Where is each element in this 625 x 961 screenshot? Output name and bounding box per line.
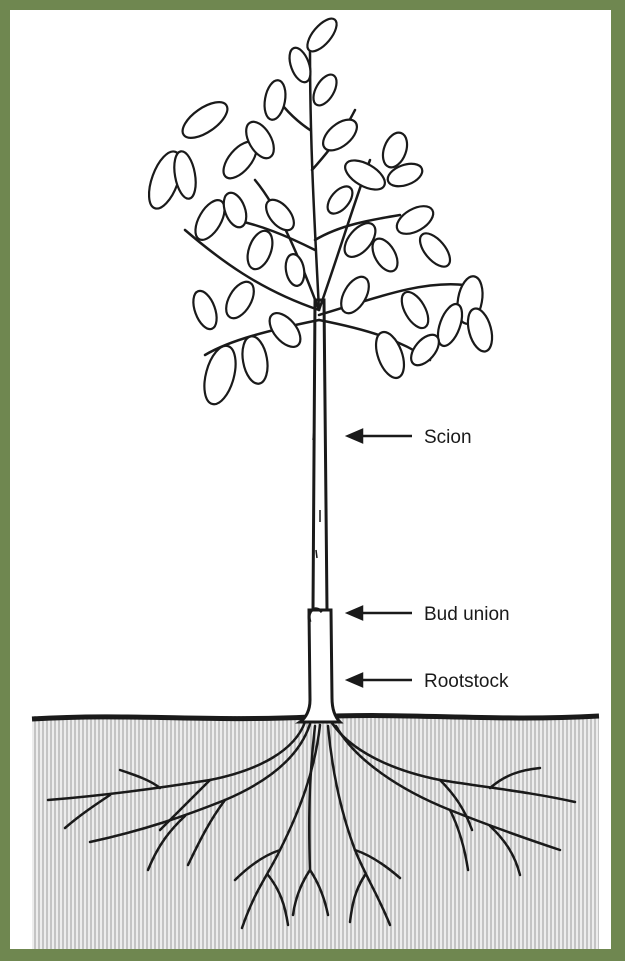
rootstock-label: Rootstock xyxy=(424,671,509,692)
scion-label: Scion xyxy=(424,427,472,448)
figure-canvas: Scion Bud union Rootstock xyxy=(10,10,611,949)
bud-union-label: Bud union xyxy=(424,604,510,625)
label-arrows xyxy=(348,430,412,686)
grafted-tree-diagram: Scion Bud union Rootstock xyxy=(10,10,611,949)
trunk xyxy=(300,300,340,722)
